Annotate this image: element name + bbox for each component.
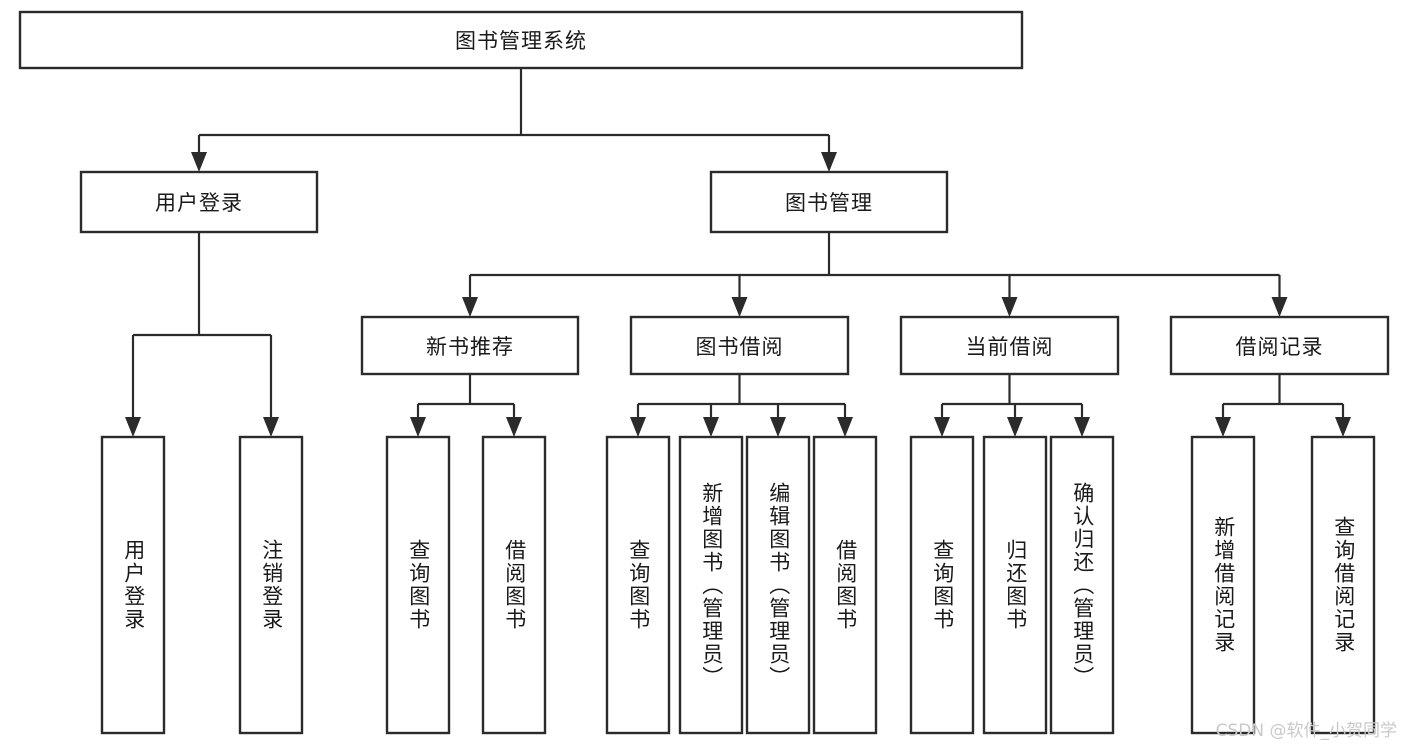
leaf-box-4[interactable] (605, 435, 671, 735)
level2-box-1[interactable] (709, 170, 949, 234)
arrow-head-level2-0 (191, 152, 207, 172)
arrow-head-level3-1 (731, 297, 748, 317)
connector-lines (125, 68, 1351, 437)
arrow-head-level2-1 (821, 152, 837, 172)
leaf-box-7[interactable] (812, 435, 878, 735)
arrow-head-g0-leaf-0 (410, 417, 426, 437)
leaf-box-9[interactable] (982, 435, 1048, 735)
leaf-box-2[interactable] (385, 435, 451, 735)
arrow-head-level3-2 (1001, 297, 1018, 317)
leaf-box-1[interactable] (238, 435, 304, 735)
arrow-head-g2-leaf-2 (1074, 417, 1090, 437)
arrow-head-g1-leaf-0 (630, 417, 646, 437)
arrow-head-login-leaf-1 (263, 417, 279, 437)
arrow-head-level3-3 (1271, 297, 1288, 317)
leaf-box-8[interactable] (909, 435, 975, 735)
arrow-head-g0-leaf-1 (506, 417, 522, 437)
arrow-head-g2-leaf-0 (934, 417, 950, 437)
node-boxes (18, 10, 1390, 735)
arrow-head-g1-leaf-1 (703, 417, 719, 437)
arrow-head-login-leaf-0 (125, 417, 141, 437)
csdn-watermark: CSDN @软件_小贺同学 (1215, 721, 1397, 741)
arrow-head-level3-0 (462, 297, 478, 317)
leaf-box-6[interactable] (745, 435, 811, 735)
arrow-head-g2-leaf-1 (1007, 417, 1023, 437)
arrow-head-g1-leaf-2 (770, 417, 786, 437)
arrow-head-g1-leaf-3 (837, 417, 853, 437)
level2-box-0[interactable] (79, 170, 319, 234)
level3-box-2[interactable] (899, 315, 1120, 376)
arrow-head-g3-leaf-0 (1215, 417, 1231, 437)
leaf-box-11[interactable] (1190, 435, 1256, 735)
leaf-box-5[interactable] (678, 435, 744, 735)
level3-box-0[interactable] (360, 315, 580, 376)
leaf-box-12[interactable] (1310, 435, 1376, 735)
root-box-0[interactable] (18, 10, 1024, 70)
level3-box-1[interactable] (629, 315, 850, 376)
leaf-box-10[interactable] (1049, 435, 1115, 735)
leaf-box-3[interactable] (481, 435, 547, 735)
arrow-head-g3-leaf-1 (1335, 417, 1351, 437)
level3-box-3[interactable] (1169, 315, 1390, 376)
leaf-box-0[interactable] (100, 435, 166, 735)
